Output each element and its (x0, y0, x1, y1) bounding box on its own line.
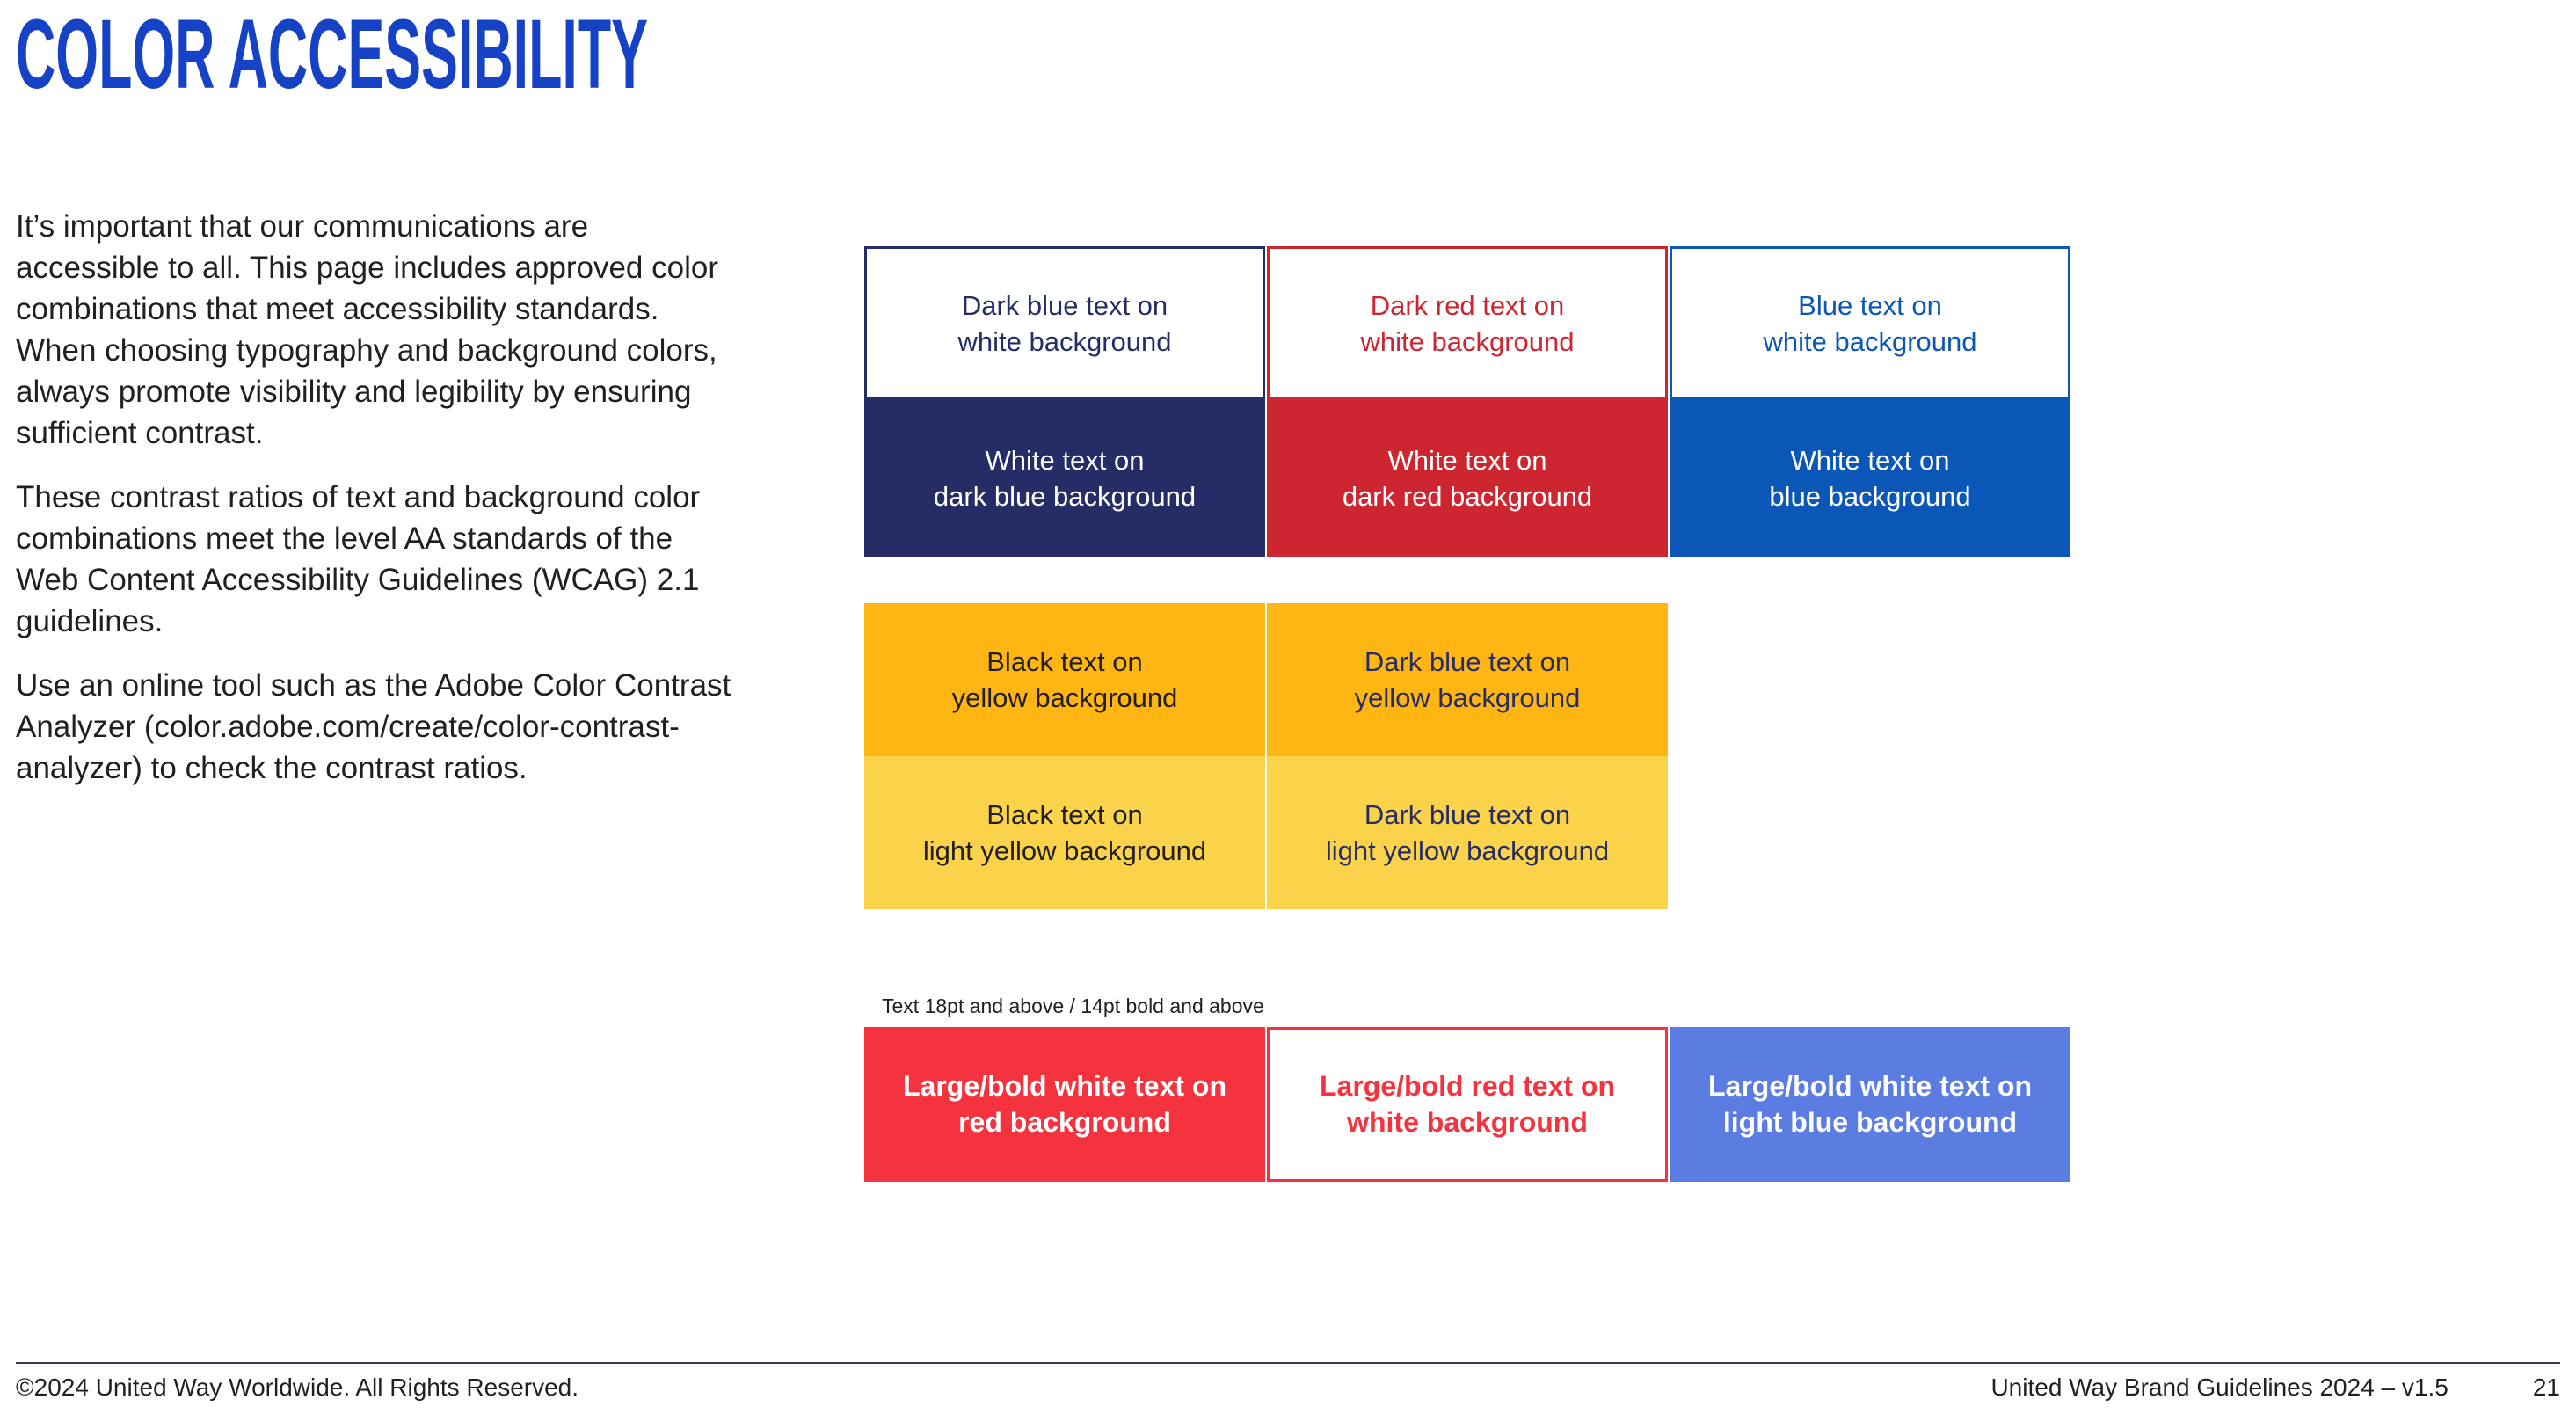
swatch-white-text-on-dark-blue: White text on dark blue background (864, 400, 1265, 557)
copyright-text: ©2024 United Way Worldwide. All Rights R… (16, 1374, 579, 1401)
swatch-blue-text-on-white: Blue text on white background (1670, 246, 2070, 400)
swatch-white-text-on-blue: White text on blue background (1670, 400, 2070, 557)
page-title: COLOR ACCESSIBILITY (16, 0, 648, 109)
intro-paragraph-1: It’s important that our communications a… (16, 209, 718, 450)
page-number: 21 (2532, 1374, 2560, 1401)
swatch-black-text-on-light-yellow: Black text on light yellow background (864, 756, 1265, 909)
contrast-grid-primary: Dark blue text on white background Dark … (864, 246, 2070, 557)
swatch-dark-blue-text-on-yellow: Dark blue text on yellow background (1267, 603, 1668, 756)
contrast-grid-yellow: Black text on yellow background Dark blu… (864, 603, 1668, 909)
swatch-dark-blue-text-on-white: Dark blue text on white background (864, 246, 1265, 400)
swatch-large-red-text-on-white: Large/bold red text on white background (1267, 1027, 1668, 1182)
document-title: United Way Brand Guidelines 2024 – v1.5 (1990, 1374, 2449, 1401)
swatch-dark-red-text-on-white: Dark red text on white background (1267, 246, 1668, 400)
footer-right: United Way Brand Guidelines 2024 – v1.5 … (1990, 1374, 2560, 1402)
contrast-grid-large-text: Large/bold white text on red background … (864, 1027, 2070, 1182)
swatch-black-text-on-yellow: Black text on yellow background (864, 603, 1265, 756)
swatch-large-white-text-on-red: Large/bold white text on red background (864, 1027, 1265, 1182)
swatch-large-white-text-on-light-blue: Large/bold white text on light blue back… (1670, 1027, 2070, 1182)
intro-text: It’s important that our communications a… (16, 206, 739, 812)
intro-paragraph-2: These contrast ratios of text and backgr… (16, 480, 701, 638)
swatch-dark-blue-text-on-light-yellow: Dark blue text on light yellow backgroun… (1267, 756, 1668, 909)
footer-divider (16, 1362, 2560, 1364)
footer: ©2024 United Way Worldwide. All Rights R… (16, 1374, 2560, 1402)
large-text-note: Text 18pt and above / 14pt bold and abov… (882, 995, 1264, 1017)
intro-paragraph-3: Use an online tool such as the Adobe Col… (16, 668, 731, 785)
swatch-white-text-on-dark-red: White text on dark red background (1267, 400, 1668, 557)
